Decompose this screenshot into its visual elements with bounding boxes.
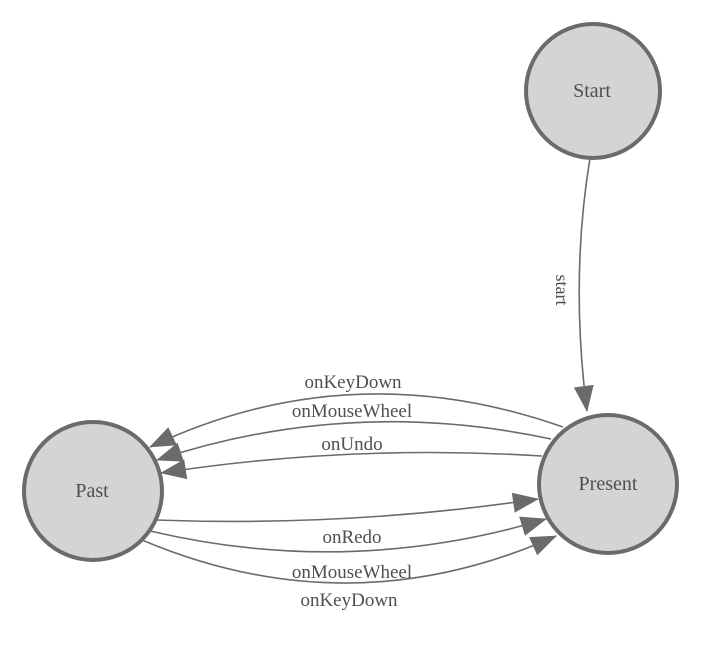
edge-start-to-present — [573, 157, 594, 412]
edge-label-onmousewheel-top: onMouseWheel — [292, 401, 412, 422]
edge-label-onredo: onRedo — [322, 527, 381, 548]
edge-label-onkeydown-top: onKeyDown — [304, 372, 402, 393]
edge-present-to-past-undo — [160, 451, 543, 480]
edge-present-to-past-keydown — [149, 393, 564, 448]
state-node-start: Start — [524, 22, 662, 160]
edge-label-start: start — [552, 275, 572, 306]
state-node-past: Past — [22, 420, 164, 562]
state-node-start-circle — [524, 22, 662, 160]
state-node-present-circle — [537, 413, 679, 555]
state-node-present: Present — [537, 413, 679, 555]
state-node-present-label: Present — [579, 473, 638, 495]
edge-label-onmousewheel-bottom: onMouseWheel — [292, 562, 412, 583]
edge-label-onundo: onUndo — [321, 434, 382, 455]
edge-label-onkeydown-bottom: onKeyDown — [300, 590, 398, 611]
state-node-past-circle — [22, 420, 164, 562]
edge-past-to-present-redo — [154, 492, 539, 523]
edge-past-to-present-mousewheel — [149, 516, 547, 553]
edge-past-to-present-keydown — [141, 535, 557, 584]
edge-present-to-past-mousewheel — [156, 420, 552, 462]
state-node-past-label: Past — [75, 480, 109, 502]
state-node-start-label: Start — [573, 80, 611, 102]
